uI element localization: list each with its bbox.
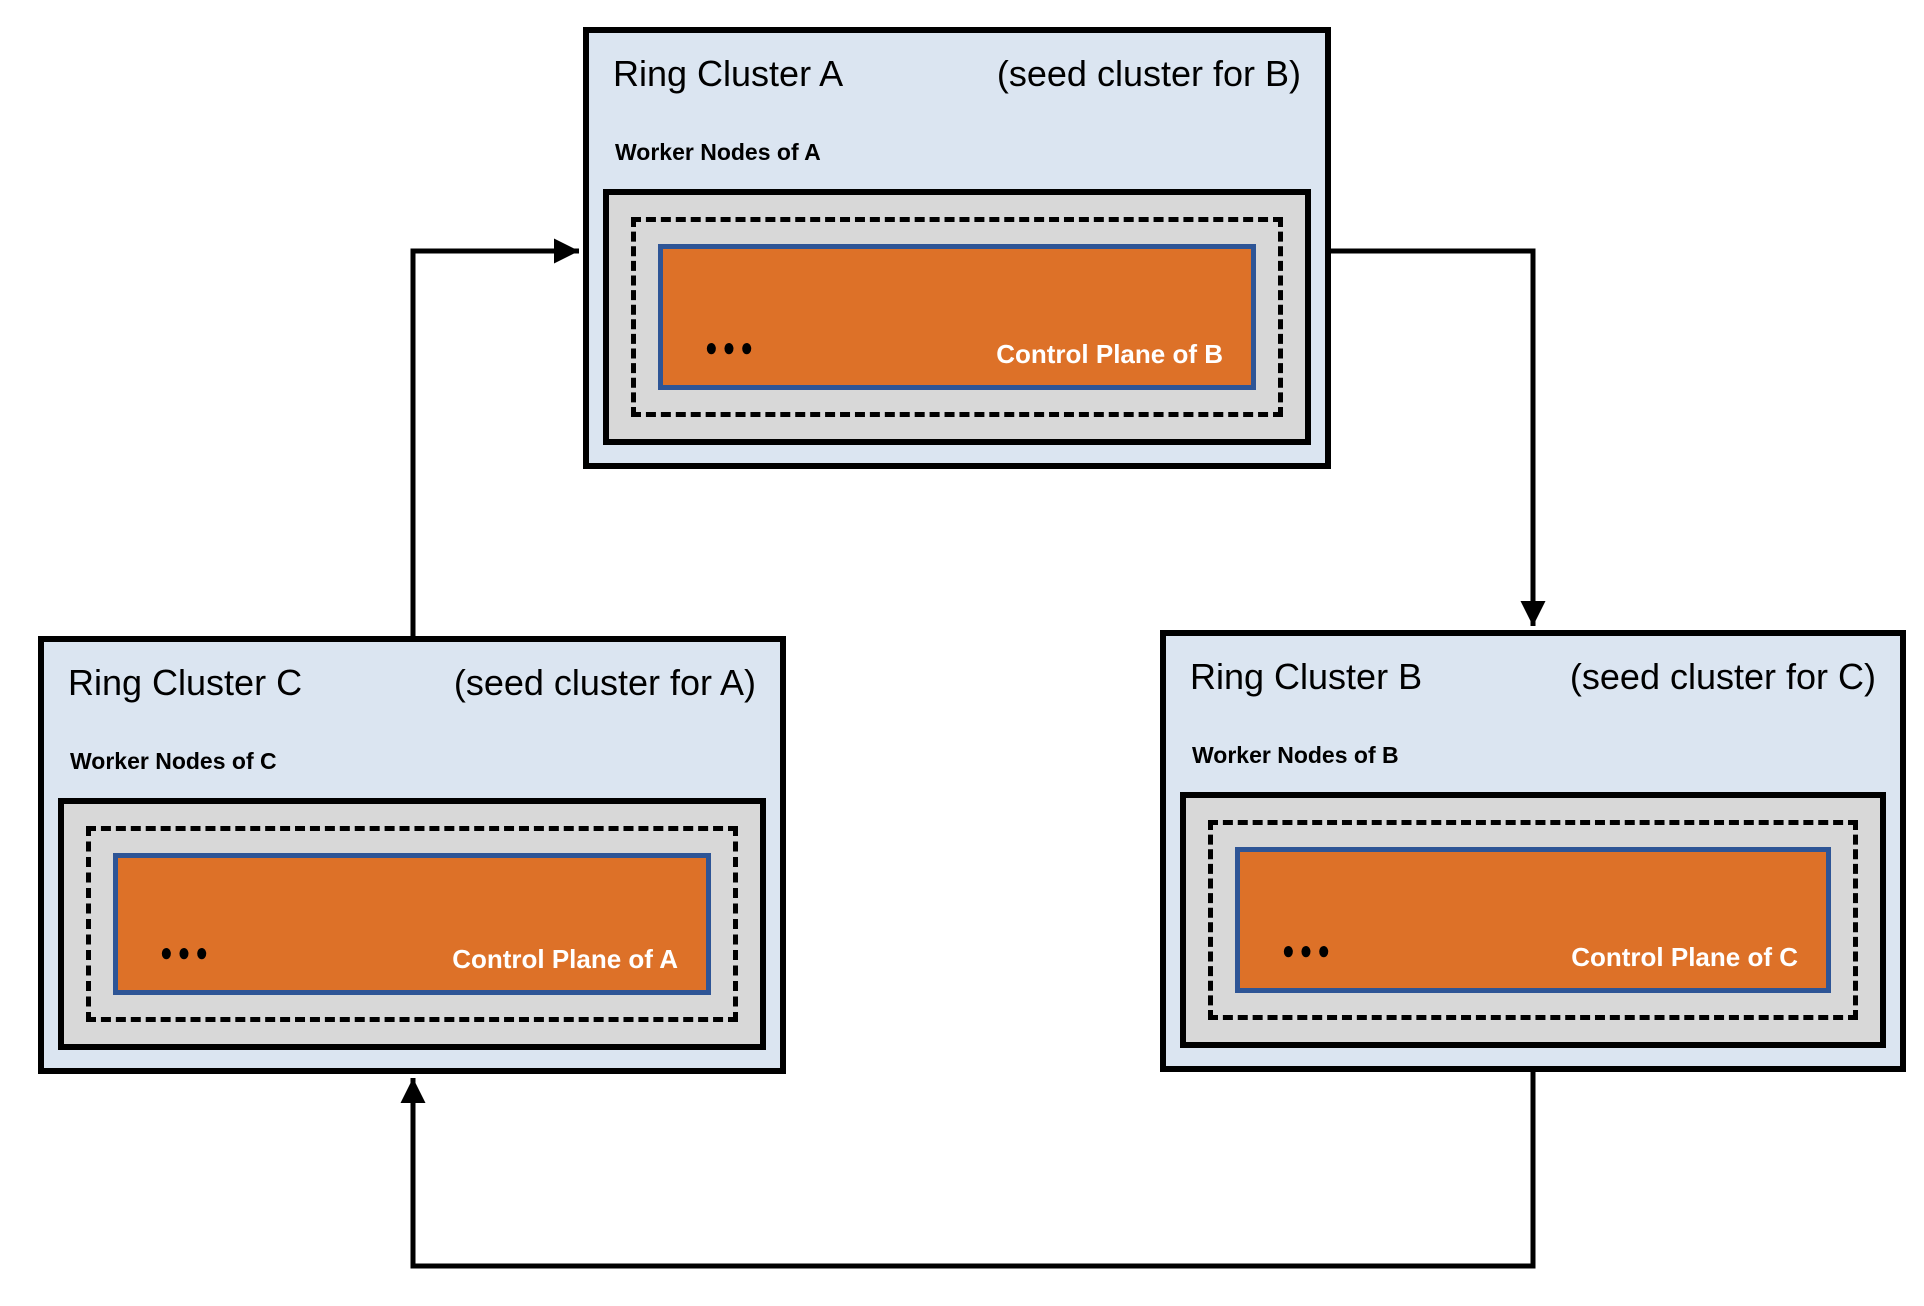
control-plane-box: ●●● Control Plane of C [1235,847,1831,993]
ellipsis-dots: ●●● [1282,936,1336,966]
worker-nodes-dashed-area: ●●● Control Plane of A [86,826,738,1022]
ellipsis-dots: ●●● [705,333,759,363]
worker-nodes-box: ●●● Control Plane of A [58,798,766,1050]
cluster-title: Ring Cluster B (seed cluster for C) [1166,636,1900,697]
control-plane-box: ●●● Control Plane of A [113,853,711,995]
worker-nodes-label: Worker Nodes of B [1192,742,1399,768]
worker-nodes-label: Worker Nodes of A [615,139,821,165]
ring-cluster-b: Ring Cluster B (seed cluster for C) Work… [1160,630,1906,1072]
control-plane-label: Control Plane of C [1571,942,1798,973]
cluster-name: Ring Cluster B [1190,656,1423,697]
control-plane-box: ●●● Control Plane of B [658,244,1256,390]
worker-nodes-label: Worker Nodes of C [70,748,277,774]
cluster-seed-note: (seed cluster for B) [996,53,1301,94]
ellipsis-dots: ●●● [160,938,214,968]
cluster-name: Ring Cluster A [613,53,844,94]
cluster-title: Ring Cluster A (seed cluster for B) [589,33,1325,94]
cluster-name: Ring Cluster C [68,662,303,703]
control-plane-label: Control Plane of A [452,944,678,975]
control-plane-label: Control Plane of B [996,339,1223,370]
cluster-seed-note: (seed cluster for A) [453,662,756,703]
ring-cluster-a: Ring Cluster A (seed cluster for B) Work… [583,27,1331,469]
arrow-c-to-a [410,238,579,640]
arrow-a-to-b [1329,248,1546,626]
cluster-seed-note: (seed cluster for C) [1569,656,1876,697]
ring-cluster-c: Ring Cluster C (seed cluster for A) Work… [38,636,786,1074]
worker-nodes-dashed-area: ●●● Control Plane of C [1208,820,1858,1020]
arrow-b-to-c [400,1068,1536,1269]
worker-nodes-box: ●●● Control Plane of B [603,189,1311,445]
cluster-title: Ring Cluster C (seed cluster for A) [44,642,780,703]
worker-nodes-box: ●●● Control Plane of C [1180,792,1886,1048]
worker-nodes-dashed-area: ●●● Control Plane of B [631,217,1283,417]
